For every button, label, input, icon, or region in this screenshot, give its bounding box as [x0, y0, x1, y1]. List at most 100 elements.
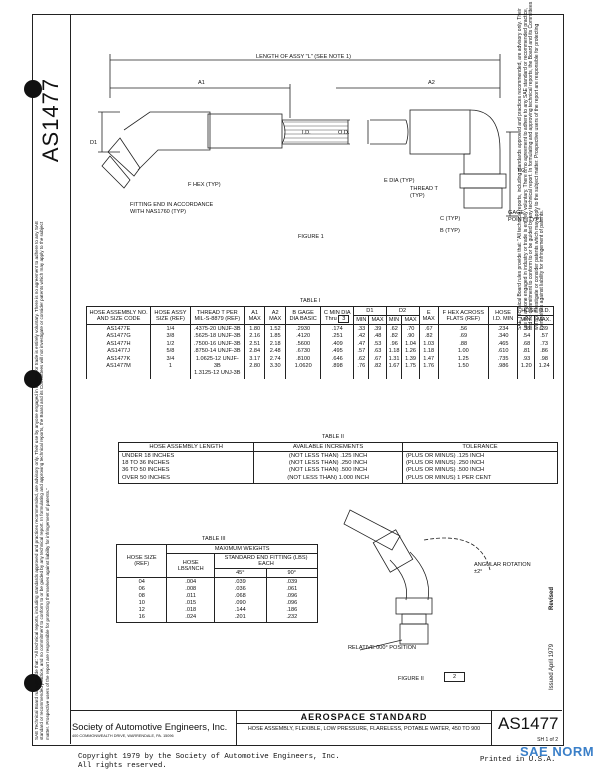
t1-cell: .67 — [373, 355, 382, 362]
figure-2-note-flag: 2 — [444, 672, 466, 682]
b-typ-label: B (TYP) — [440, 228, 460, 234]
doc-number-vertical: AS1477 — [38, 77, 64, 163]
t1-cell: .63 — [373, 348, 382, 355]
t3-cell: .144 — [234, 607, 246, 613]
th2-length: HOSE ASSEMBLY LENGTH — [117, 442, 255, 452]
title-middle: AEROSPACE STANDARD HOSE ASSEMBLY, FLEXIB… — [236, 711, 492, 745]
th-b: B GAGE DIA BASIC — [284, 306, 322, 325]
t1-cell: .57 — [357, 348, 366, 355]
t1-cell: 3/4 — [166, 355, 175, 362]
t2-cell: (PLUS OR MINUS) .125 INCH — [405, 453, 485, 459]
t1-cell: .8750-14 UNJF-3B — [193, 348, 241, 355]
t1-column: .174.251.409.495.646.898 — [320, 324, 355, 379]
t2-cell: OVER 50 INCHES — [122, 474, 170, 481]
t1-column: .39.48.53.63.67.82 — [368, 324, 387, 379]
t1-cell: .986 — [497, 363, 509, 370]
th3-45: 45° — [214, 568, 267, 578]
t1-cell: .5600 — [296, 340, 311, 347]
copyright-line: Copyright 1979 by the Society of Automot… — [78, 753, 340, 761]
t1-cell: 1.24 — [538, 363, 550, 370]
th3-max-weights: MAXIMUM WEIGHTS — [166, 544, 318, 554]
t3-cell: .039 — [286, 579, 298, 585]
t1-cell: 1/4 — [166, 326, 175, 332]
th-d2-min: MIN — [385, 315, 403, 325]
t1-cell: .48 — [373, 333, 382, 340]
t1-cell: AS1477E — [106, 326, 131, 332]
t1-cell: .646 — [331, 355, 343, 362]
t1-cell: .88 — [459, 340, 468, 347]
t1-cell: .4375-20 UNJF-3B — [193, 326, 241, 332]
punch-hole — [24, 370, 42, 388]
fitting-end-label: FITTING END IN ACCORDANCE WITH NAS1760 (… — [130, 202, 214, 215]
t3-cell: 10 — [138, 600, 145, 606]
table-3: HOSE SIZE (REF) MAXIMUM WEIGHTS HOSE LBS… — [115, 544, 319, 623]
t1-cell: 1.85 — [269, 333, 281, 340]
t3-cell: .096 — [286, 600, 298, 606]
notice-text-left: SAE Technical Board rules provide that: … — [34, 220, 50, 740]
t1-cell: .82 — [424, 333, 433, 340]
th-a2: A2 MAX — [264, 306, 286, 325]
t1-cell: .56 — [459, 326, 468, 332]
t1-cell: .81 — [522, 348, 531, 355]
t3-cell: .004 — [185, 579, 197, 585]
printed-line: Printed in U.S.A. — [480, 756, 556, 764]
standard-banner: AEROSPACE STANDARD — [237, 711, 491, 724]
org-name: Society of Automotive Engineers, Inc. — [72, 721, 228, 732]
t1-cell: 1/2 — [166, 340, 175, 347]
t1-cell: .4120 — [296, 333, 311, 340]
t1-cell: 1.3125-12 UNJ-3B — [194, 370, 241, 377]
th3-90: 90° — [265, 568, 319, 578]
th-d1: D1 — [353, 306, 387, 316]
revised-label: Revised — [549, 586, 555, 610]
t2-cell: UNDER 18 INCHES — [122, 453, 175, 459]
t3-cell: .186 — [286, 607, 298, 613]
t1-cell: 1.03 — [423, 340, 435, 347]
t3-cell: .036 — [234, 586, 246, 592]
th-od-max: MAX. — [534, 315, 554, 325]
t3-cell: .015 — [185, 600, 197, 606]
t1-cell: .610 — [497, 348, 509, 355]
t3-cell: 04 — [138, 579, 145, 585]
t1-cell: 1.50 — [457, 363, 469, 370]
t1-cell: 1.18 — [388, 348, 400, 355]
t1-cell: .7500-16 UNJF-3B — [193, 340, 241, 347]
t3-cell: .201 — [234, 614, 246, 620]
table-2: HOSE ASSEMBLY LENGTH AVAILABLE INCREMENT… — [117, 442, 559, 484]
t3-cell: .232 — [286, 614, 298, 620]
t1-cell: .2930 — [296, 326, 311, 332]
figure-1-caption: FIGURE 1 — [298, 234, 324, 240]
th3-size: HOSE SIZE (REF) — [115, 544, 168, 578]
t1-cell: 1.31 — [388, 355, 400, 362]
t1-cell: 1.80 — [249, 326, 261, 332]
table-1: HOSE ASSEMBLY NO. AND SIZE CODE HOSE ASS… — [85, 306, 554, 379]
length-label: LENGTH OF ASSY "L" (SEE NOTE 1) — [256, 54, 351, 60]
t2-col-increments: (NOT LESS THAN) .125 INCH(NOT LESS THAN)… — [253, 451, 403, 484]
t1-cell: 1.04 — [405, 340, 416, 347]
t2-cell: (PLUS OR MINUS) .250 INCH — [405, 460, 485, 467]
t2-cell: (PLUS OR MINUS) 1 PER CENT — [405, 474, 492, 481]
t1-cell: .62 — [390, 326, 398, 332]
t2-cell: (NOT LESS THAN) .500 INCH — [288, 467, 368, 474]
t1-cell: .76 — [357, 363, 366, 370]
t3-cell: 08 — [138, 593, 145, 599]
t3-cell: .061 — [286, 586, 298, 592]
th-hose-od: HOSE O.D. — [517, 306, 554, 316]
left-margin-column — [32, 14, 71, 744]
t3-cell: .039 — [234, 579, 246, 585]
t1-cell: .39 — [373, 326, 382, 332]
rights-line: All rights reserved. — [78, 762, 167, 770]
th-d2-max: MAX — [401, 315, 420, 325]
t1-cell: .54 — [522, 333, 531, 340]
t1-cell: 2.80 — [249, 363, 261, 370]
th-a1: A1 MAX — [243, 306, 266, 325]
t1-cell: 2.84 — [249, 348, 261, 355]
t1-cell: .409 — [331, 340, 343, 347]
id-label: I.D. — [302, 130, 311, 136]
